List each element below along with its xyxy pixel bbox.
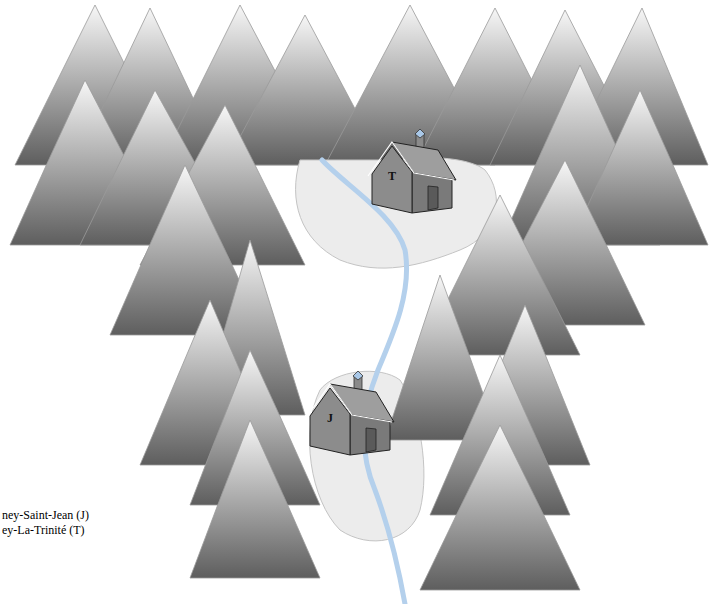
house-letter: T xyxy=(388,170,396,182)
roof-edge xyxy=(306,384,392,422)
roof-edge xyxy=(368,142,454,180)
house-outline xyxy=(366,128,458,214)
chimney-cap xyxy=(353,371,363,380)
house-letter: J xyxy=(327,412,333,424)
mountain xyxy=(190,420,320,578)
house: T xyxy=(366,128,458,214)
house-door xyxy=(366,428,376,452)
house-outline xyxy=(304,370,396,456)
river xyxy=(322,160,407,604)
chimney-cap xyxy=(415,129,425,138)
legend-note: ney-Saint-Jean (J) xyxy=(2,508,89,522)
side-mountains xyxy=(10,65,708,590)
village-area xyxy=(296,158,497,268)
mountain xyxy=(420,425,580,590)
legend-note: ey-La-Trinité (T) xyxy=(2,523,85,537)
house: J xyxy=(304,370,396,456)
house-door xyxy=(428,186,438,210)
